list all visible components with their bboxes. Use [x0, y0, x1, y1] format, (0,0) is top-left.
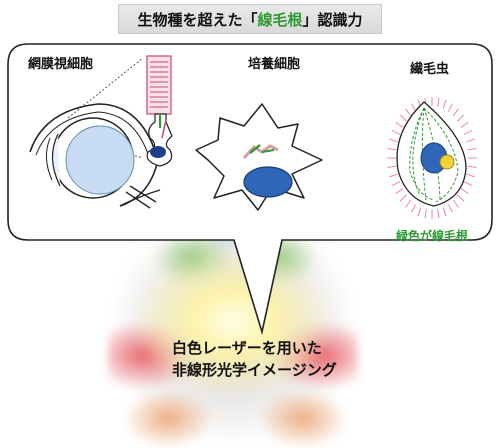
label-retina: 網膜視細胞 [28, 57, 94, 72]
cilium-hair [457, 194, 465, 202]
technique-line-1: 白色レーザーを用いた [172, 339, 322, 357]
label-cultured-cell: 培養細胞 [248, 57, 301, 72]
cilium-hair [387, 147, 397, 151]
cilium-hair [466, 173, 475, 178]
cilium-hair [460, 121, 469, 128]
cilium-hair [442, 99, 447, 109]
ciliate-icon [387, 97, 477, 219]
cilium-hair [391, 181, 401, 187]
cilium-hair [389, 173, 398, 178]
title-text-after: 」認識力 [302, 10, 363, 29]
cilium-hair [411, 103, 417, 112]
technique-label: 白色レーザーを用いた 非線形光学イメージング [172, 337, 352, 381]
cilium-hair [405, 199, 412, 208]
cilium-hair [437, 209, 440, 219]
cilium-hair [467, 147, 477, 151]
cilium-hair [389, 138, 398, 143]
cilium-hair [399, 114, 407, 122]
cilium-hair [417, 207, 422, 217]
title-highlight: 線毛根 [257, 10, 303, 29]
cilium-hair [437, 97, 440, 107]
cilium-hair [467, 165, 477, 169]
cilium-hair [460, 188, 469, 195]
cilium-hair [399, 194, 407, 202]
cilium-hair [411, 204, 417, 213]
zoom-line-top [67, 57, 144, 119]
cilium-hair [452, 108, 459, 117]
cilium-hair [447, 204, 453, 213]
title-text-before: 生物種を超えた「 [137, 10, 258, 29]
cilium-hair [447, 103, 453, 112]
cilia-root-note: 緑色が線毛根 [396, 229, 469, 243]
cilium-hair [466, 138, 475, 143]
cilium-hair [395, 188, 404, 195]
cilium-hair [395, 121, 404, 128]
cilium-hair [452, 199, 459, 208]
title-banner: 生物種を超えた「線毛根」認識力 [118, 4, 382, 34]
cilium-hair [457, 114, 465, 122]
cilium-hair [405, 108, 412, 117]
laser-glow [108, 205, 358, 448]
cilium-hair [424, 209, 427, 219]
label-ciliate: 繊毛虫 [410, 62, 450, 77]
cilium-hair [387, 165, 397, 169]
technique-line-2: 非線形光学イメージング [172, 361, 337, 379]
cilium-hair [463, 129, 473, 135]
photoreceptor-icon [146, 55, 173, 167]
eye-icon [29, 103, 161, 209]
cilium-hair [442, 207, 447, 217]
cultured-cell-icon [195, 103, 323, 211]
cilium-hair [391, 129, 401, 135]
cilium-hair [463, 181, 473, 187]
